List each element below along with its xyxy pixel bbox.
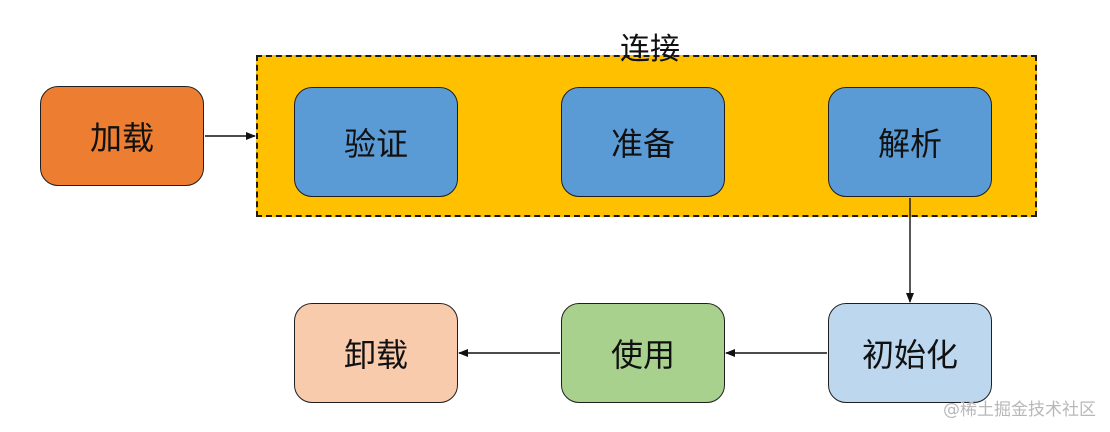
init-node: 初始化 <box>828 303 992 403</box>
verify-node: 验证 <box>294 87 458 197</box>
watermark-text: @稀土掘金技术社区 <box>943 400 1096 420</box>
resolve-node: 解析 <box>828 87 992 197</box>
use-node: 使用 <box>561 303 725 403</box>
connect-group-label: 连接 <box>620 32 680 67</box>
unload-node: 卸载 <box>294 303 458 403</box>
prepare-node: 准备 <box>561 87 725 197</box>
load-node: 加载 <box>40 86 204 186</box>
